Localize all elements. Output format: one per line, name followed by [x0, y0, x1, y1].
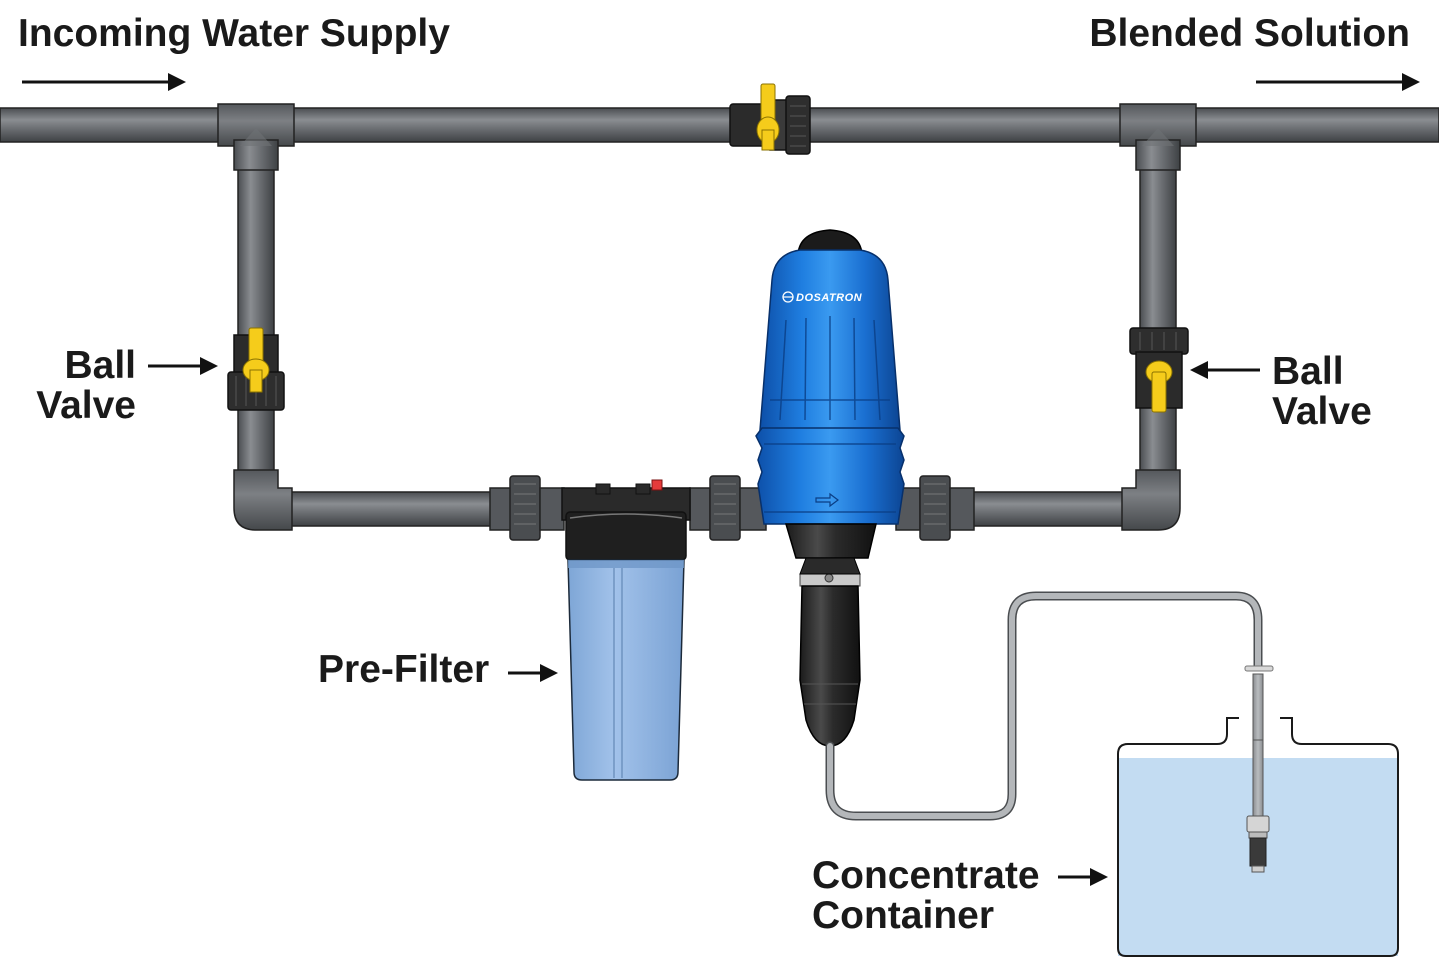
prefilter-label: Pre-Filter: [318, 648, 489, 691]
pointer-arrow-right-icon: [148, 357, 218, 375]
elbow-fitting-right: [1121, 469, 1181, 531]
flow-arrow-right-icon: [1256, 73, 1420, 91]
strainer-weight-icon: [1246, 815, 1270, 873]
pointer-arrow-right-icon: [508, 664, 558, 682]
bypass-ball-valve[interactable]: [729, 83, 811, 155]
inlet-ball-valve[interactable]: [227, 327, 285, 411]
concentrate-container: [1117, 717, 1399, 957]
union-fitting-filter-inlet: [489, 475, 565, 541]
dosatron-injector: DOSATRON: [755, 229, 905, 747]
brand-text: DOSATRON: [796, 292, 863, 304]
ball-valve-left-label-line2: Valve: [36, 384, 136, 427]
flow-direction-arrow-icon: [815, 492, 839, 508]
pointer-arrow-left-icon: [1190, 361, 1260, 379]
flow-arrow-right-icon: [22, 73, 186, 91]
valve-handle-icon[interactable]: [1145, 360, 1173, 413]
blended-solution-label: Blended Solution: [1089, 12, 1410, 55]
main-pipe: [0, 107, 1439, 143]
valve-handle-icon[interactable]: [756, 83, 780, 151]
container-label-line2: Container: [812, 894, 994, 937]
pointer-arrow-right-icon: [1058, 868, 1108, 886]
tee-fitting-left: [217, 103, 295, 171]
dosatron-logo: DOSATRON: [782, 291, 863, 304]
tee-fitting-right: [1119, 103, 1197, 171]
union-fitting-injector-outlet: [895, 475, 975, 541]
union-fitting-injector-inlet: [689, 475, 767, 541]
ball-valve-right-label-line1: Ball: [1272, 350, 1344, 393]
pressure-release-button-icon[interactable]: [651, 479, 663, 491]
elbow-fitting-left: [233, 469, 293, 531]
bypass-loop-pipes: [237, 139, 1177, 527]
ball-valve-right-label-line2: Valve: [1272, 390, 1372, 433]
outlet-ball-valve[interactable]: [1129, 327, 1189, 413]
prefilter: [561, 479, 691, 781]
valve-handle-icon[interactable]: [242, 327, 270, 393]
ball-valve-left-label-line1: Ball: [64, 344, 136, 387]
incoming-water-supply-label: Incoming Water Supply: [18, 12, 450, 55]
container-label-line1: Concentrate: [812, 854, 1040, 897]
